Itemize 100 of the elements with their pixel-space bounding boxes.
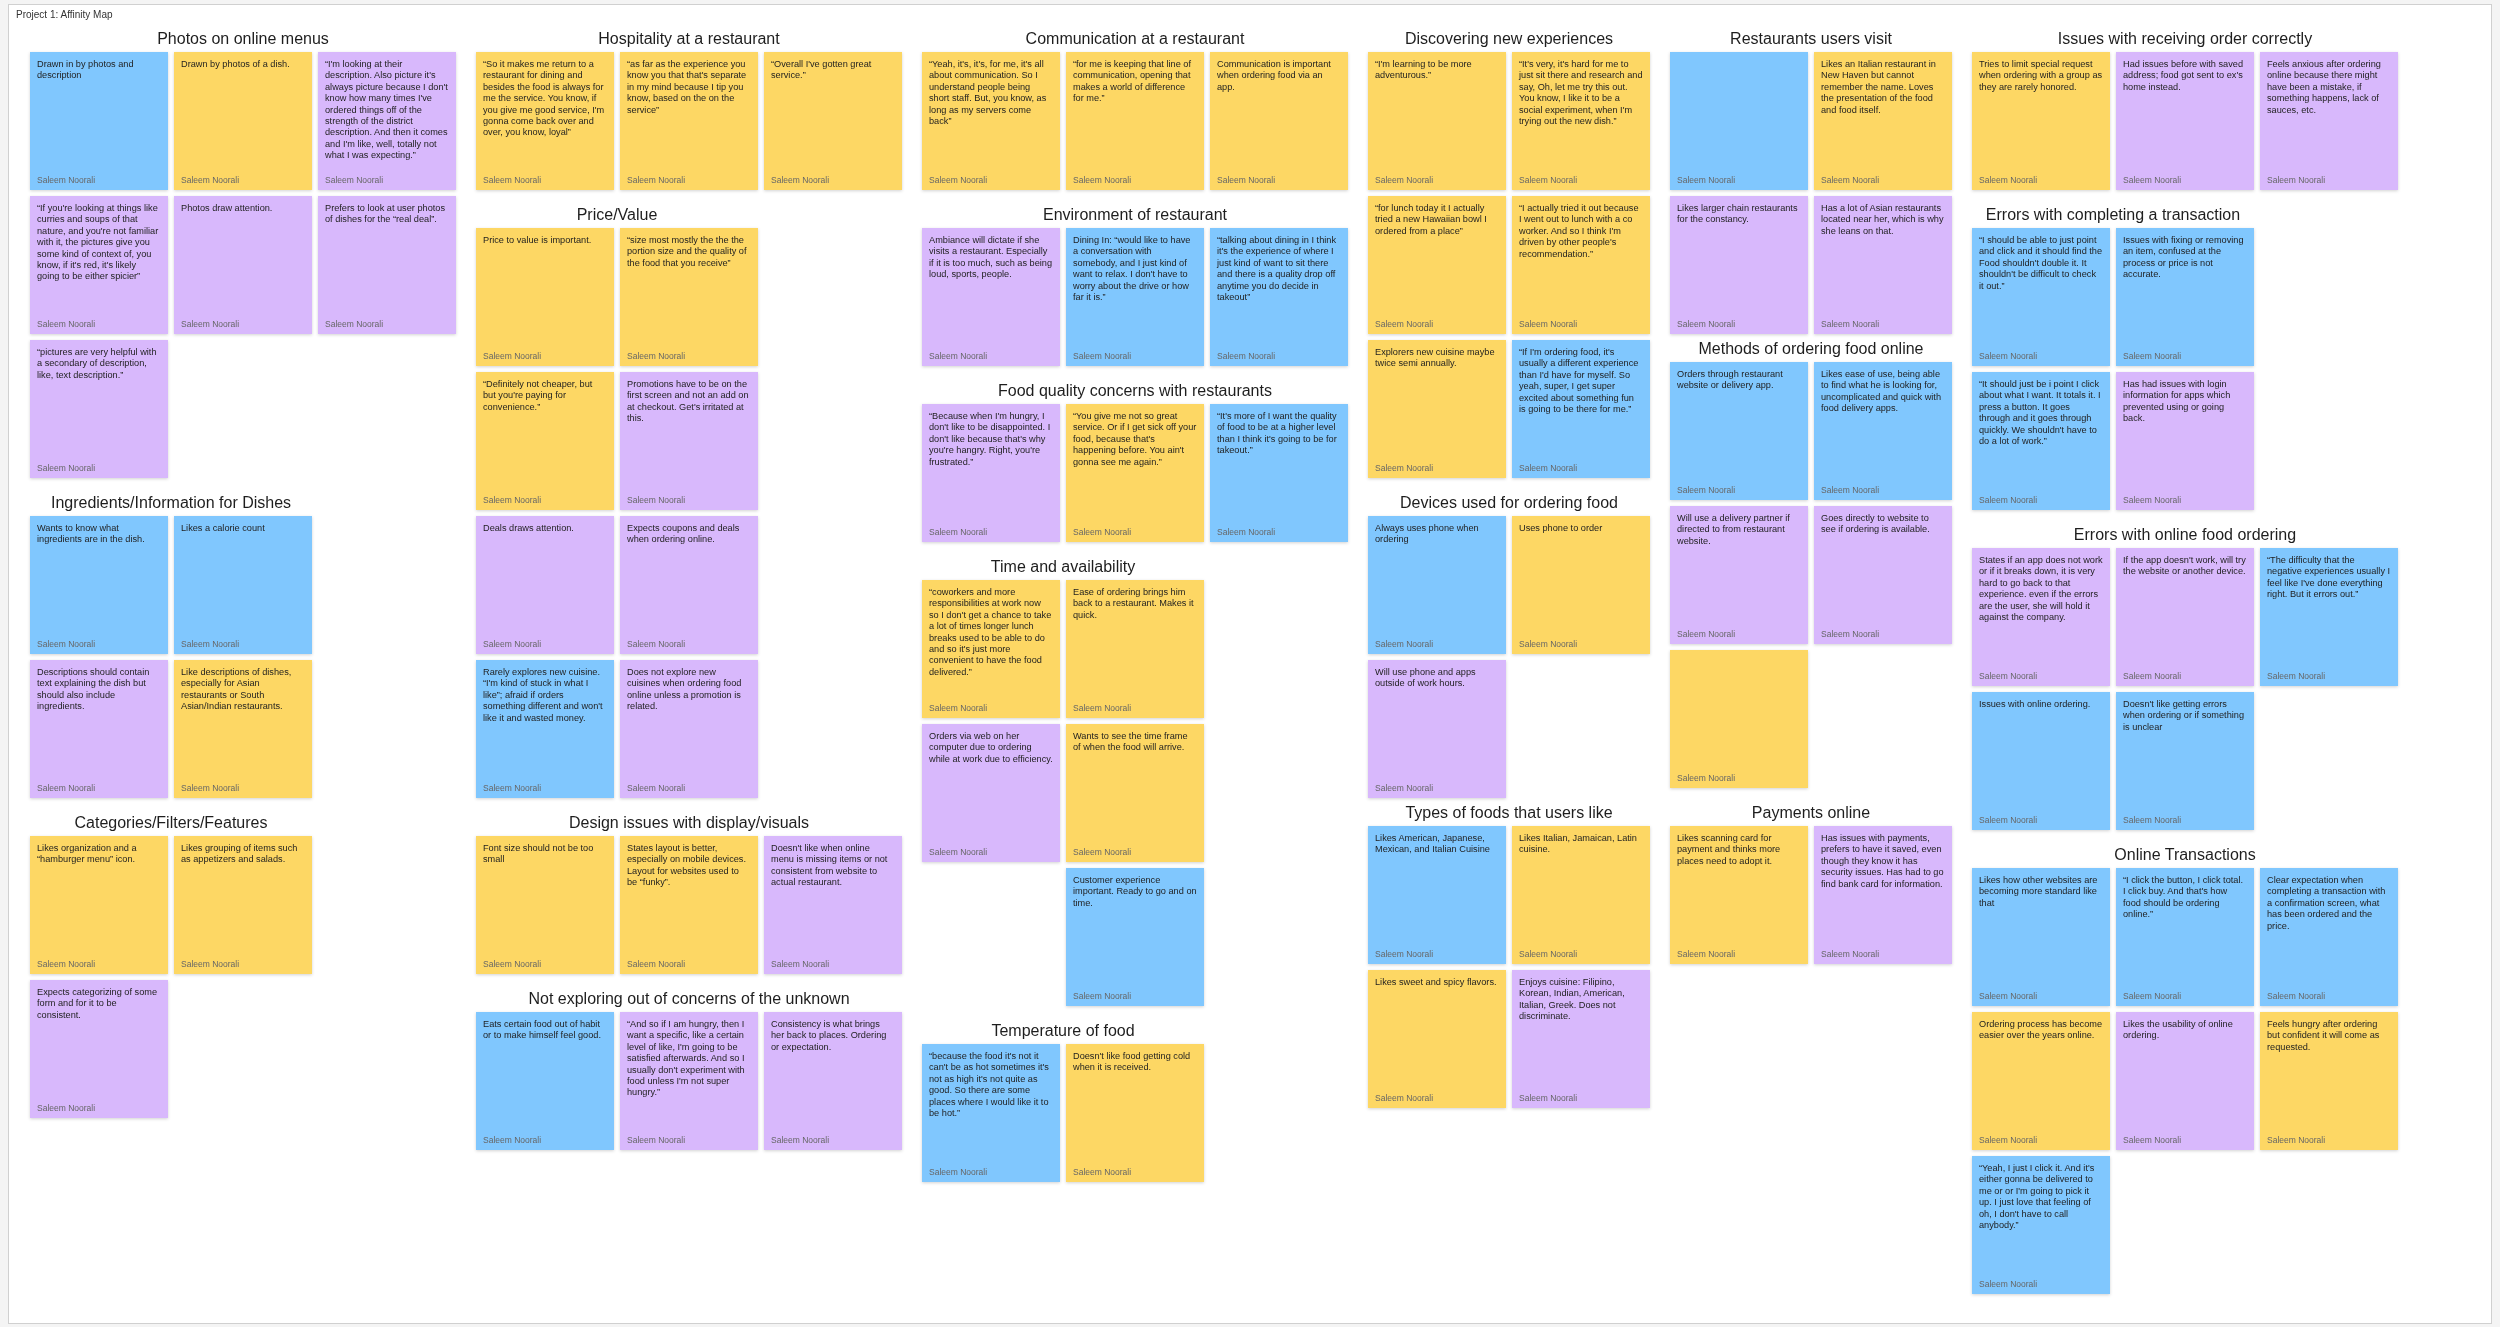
sticky-note xyxy=(764,52,902,190)
sticky-note xyxy=(476,660,614,798)
author-name: Saleem Noorali xyxy=(1979,351,2038,361)
author-name: Saleem Noorali xyxy=(1217,175,1276,185)
author-name: Saleem Noorali xyxy=(1073,351,1132,361)
sticky-note xyxy=(1210,228,1348,366)
section-heading: Online Transactions xyxy=(2114,846,2256,864)
author-name: Saleem Noorali xyxy=(2123,671,2182,681)
sticky-note xyxy=(476,836,614,974)
note-text: Does not explore new cuisines when ordering food online unless a promotion is related. xyxy=(627,667,743,713)
author-name: Saleem Noorali xyxy=(2123,175,2182,185)
sticky-note xyxy=(30,660,168,798)
note-text: Price to value is important. xyxy=(483,235,593,247)
sticky-note xyxy=(1670,650,1808,788)
author-name: Saleem Noorali xyxy=(181,783,240,793)
author-name: Saleem Noorali xyxy=(2267,175,2326,185)
author-name: Saleem Noorali xyxy=(2267,671,2326,681)
sticky-note xyxy=(764,1012,902,1150)
note-text: Likes the usability of online ordering. xyxy=(2123,1019,2234,1042)
author-name: Saleem Noorali xyxy=(1375,319,1434,329)
sticky-note xyxy=(1368,970,1506,1108)
author-name: Saleem Noorali xyxy=(1375,463,1434,473)
note-text: Deals draws attention. xyxy=(483,523,575,535)
author-name: Saleem Noorali xyxy=(37,319,96,329)
note-text: Consistency is what brings her back to places. Ordering or expectation. xyxy=(771,1019,888,1054)
note-text: Likes a calorie count xyxy=(181,523,266,535)
author-name: Saleem Noorali xyxy=(1979,815,2038,825)
sticky-note xyxy=(2116,548,2254,686)
sticky-note xyxy=(1972,868,2110,1006)
author-name: Saleem Noorali xyxy=(2267,1135,2326,1145)
note-text: Orders via web on her computer due to ordering while at work due to efficiency. xyxy=(929,731,1053,766)
note-text: “It's very, it's hard for me to just sit there and research and say, Oh, let me try this out. You know, I like it to be a social experiment, when I'm trying out the new dish.” xyxy=(1519,59,1643,128)
author-name: Saleem Noorali xyxy=(1677,949,1736,959)
note-text: Feels hungry after ordering but confident it will come as requested. xyxy=(2267,1019,2381,1054)
note-text: Likes how other websites are becoming more standard like that xyxy=(1979,875,2099,910)
sticky-note xyxy=(476,516,614,654)
author-name: Saleem Noorali xyxy=(37,175,96,185)
section-heading: Environment of restaurant xyxy=(1042,206,1228,224)
section-heading: Errors with completing a transaction xyxy=(1985,206,2241,224)
sticky-note xyxy=(1512,196,1650,334)
sticky-note xyxy=(1972,372,2110,510)
note-text: Likes ease of use, being able to find what he is looking for, uncomplicated and quick with food delivery apps. xyxy=(1821,369,1943,415)
sticky-note xyxy=(2260,548,2398,686)
sticky-note xyxy=(1814,506,1952,644)
author-name: Saleem Noorali xyxy=(1375,175,1434,185)
note-text: Likes an Italian restaurant in New Haven but cannot remember the name. Loves the presentation of the food and food itself. xyxy=(1821,59,1937,117)
note-text: “And so if I am hungry, then I want a specific, like a certain level of like, I'm going to be satisfied afterwards. And so I usually don't experiment with food unless I'm not super hungry.” xyxy=(627,1019,746,1099)
sticky-note xyxy=(174,196,312,334)
sticky-note xyxy=(1972,548,2110,686)
author-name: Saleem Noorali xyxy=(483,959,542,969)
author-name: Saleem Noorali xyxy=(627,959,686,969)
sticky-note xyxy=(1814,196,1952,334)
author-name: Saleem Noorali xyxy=(483,351,542,361)
author-name: Saleem Noorali xyxy=(1677,485,1736,495)
author-name: Saleem Noorali xyxy=(1519,463,1578,473)
sticky-note xyxy=(1814,52,1952,190)
author-name: Saleem Noorali xyxy=(2123,815,2182,825)
sticky-note xyxy=(1066,1044,1204,1182)
sticky-note xyxy=(922,580,1060,718)
sticky-note xyxy=(922,724,1060,862)
author-name: Saleem Noorali xyxy=(929,1167,988,1177)
section-heading: Payments online xyxy=(1751,804,1871,822)
note-text: Explorers new cuisine maybe twice semi annually. xyxy=(1375,347,1496,370)
note-text: “Definitely not cheaper, but but you're paying for convenience.” xyxy=(483,379,594,414)
author-name: Saleem Noorali xyxy=(627,495,686,505)
note-text: Likes American, Japanese, Mexican, and Italian Cuisine xyxy=(1375,833,1491,856)
note-text: Had issues before with saved address; food got sent to ex's home instead. xyxy=(2123,59,2244,94)
sticky-note xyxy=(30,196,168,334)
author-name: Saleem Noorali xyxy=(1073,991,1132,1001)
note-text: Wants to see the time frame of when the food will arrive. xyxy=(1073,731,1189,754)
note-text: Likes organization and a “hamburger menu” icon. xyxy=(37,843,138,866)
sticky-note xyxy=(1066,868,1204,1006)
sticky-note xyxy=(2116,228,2254,366)
sticky-note xyxy=(1066,404,1204,542)
sticky-note xyxy=(620,516,758,654)
note-text: Clear expectation when completing a transaction with a confirmation screen, what has been ordered and the price. xyxy=(2267,875,2387,933)
section-heading: Photos on online menus xyxy=(157,30,329,48)
author-name: Saleem Noorali xyxy=(771,175,830,185)
author-name: Saleem Noorali xyxy=(1979,495,2038,505)
sticky-note xyxy=(2116,692,2254,830)
author-name: Saleem Noorali xyxy=(483,1135,542,1145)
sticky-note xyxy=(2116,372,2254,510)
sticky-note xyxy=(1972,1012,2110,1150)
sticky-note xyxy=(476,228,614,366)
note-text: “If you're looking at things like curries and soups of that nature, and you're not familiar with it, the pictures give you some kind of context of, you know, if it's red, it's likely going to be either spicier” xyxy=(37,203,160,283)
author-name: Saleem Noorali xyxy=(37,1103,96,1113)
author-name: Saleem Noorali xyxy=(1375,949,1434,959)
author-name: Saleem Noorali xyxy=(627,783,686,793)
sticky-note xyxy=(1512,970,1650,1108)
sticky-note xyxy=(1972,692,2110,830)
note-text: Tries to limit special request when ordering with a group as they are rarely honored. xyxy=(1979,59,2103,94)
author-name: Saleem Noorali xyxy=(929,847,988,857)
sticky-note xyxy=(1368,52,1506,190)
sticky-note xyxy=(476,52,614,190)
author-name: Saleem Noorali xyxy=(1519,1093,1578,1103)
note-text: Has issues with payments, prefers to have it saved, even though they know it has security issues. Has had to go find bank card for information. xyxy=(1821,833,1945,891)
author-name: Saleem Noorali xyxy=(37,783,96,793)
note-text: “Overall I've gotten great service.” xyxy=(771,59,873,82)
author-name: Saleem Noorali xyxy=(483,495,542,505)
author-name: Saleem Noorali xyxy=(929,175,988,185)
